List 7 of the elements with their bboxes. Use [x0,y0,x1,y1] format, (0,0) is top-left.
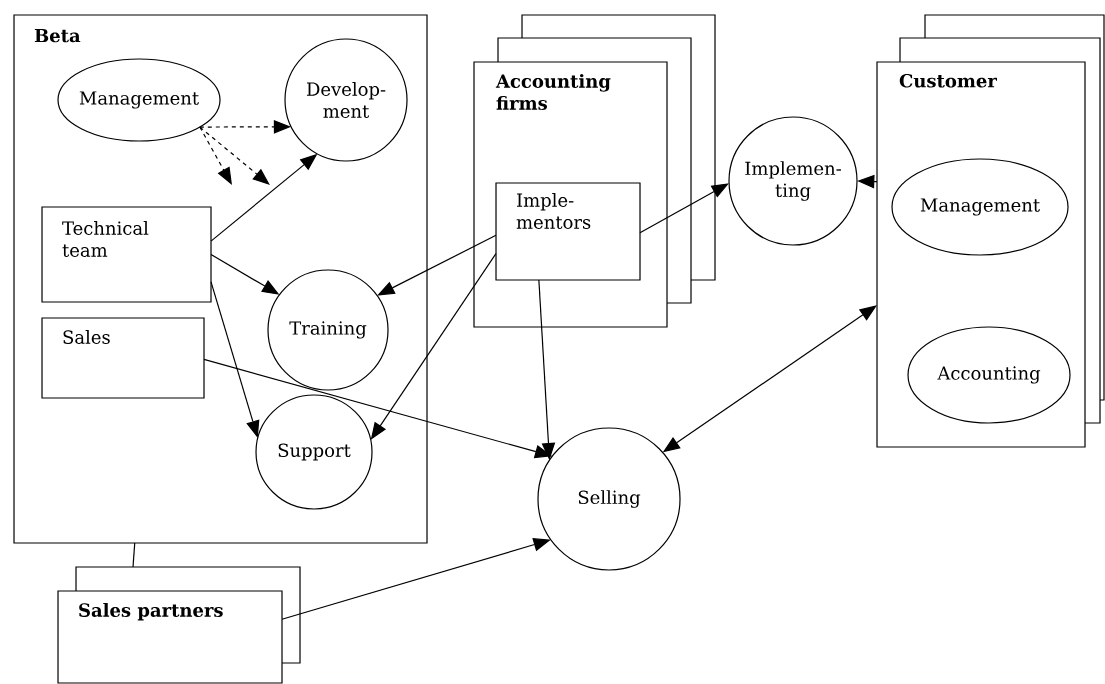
arrow [199,126,232,185]
stacked-box: Sales partners [57,590,283,684]
arrow [639,183,729,234]
process-box: Imple- mentors [495,182,641,281]
process-box: Sales [41,317,205,399]
process-box: Technical team [41,206,212,303]
arrow [199,126,270,185]
